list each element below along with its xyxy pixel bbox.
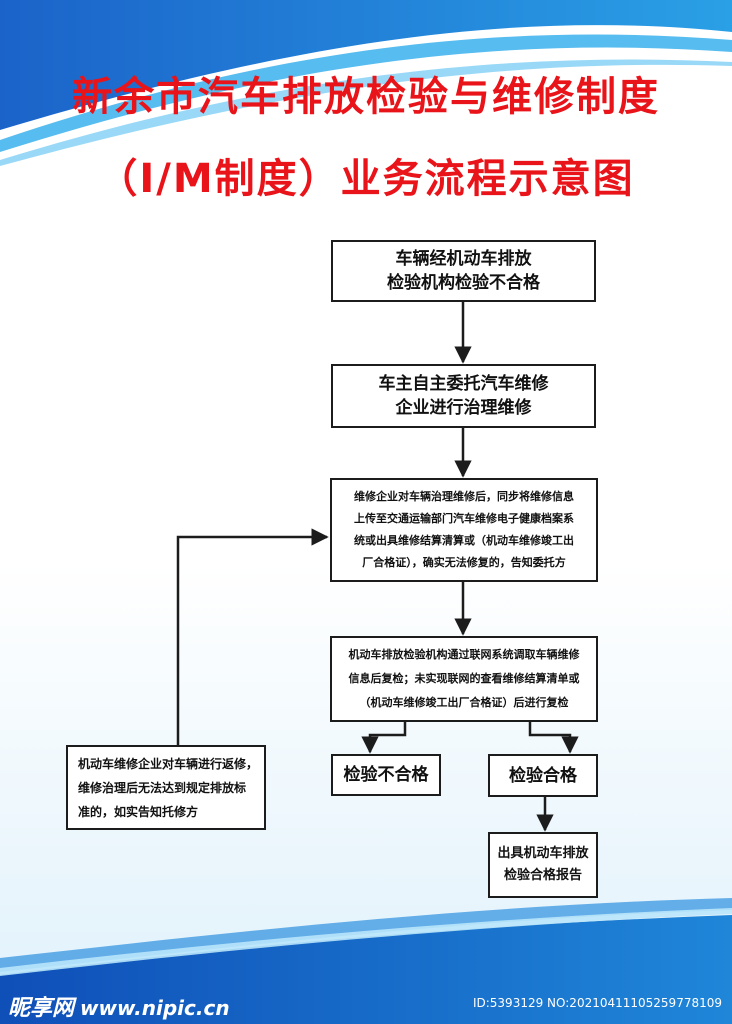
watermark-brand: 昵享网: [8, 996, 75, 1021]
flow-node-pass: 检验合格: [488, 754, 598, 797]
page-title-line1: 新余市汽车排放检验与维修制度: [72, 74, 660, 120]
node-text-line: （机动车维修竣工出厂合格证）后进行复检: [359, 696, 569, 709]
watermark-id: ID:5393129 NO:20210411105259778109: [472, 996, 722, 1010]
flow-node-fail: 检验不合格: [331, 754, 441, 796]
node-text-line: 厂合格证），确实无法修复的，告知委托方: [362, 556, 566, 569]
node-text-line: 统或出具维修结算清算或（机动车维修竣工出: [354, 534, 574, 547]
node-text-line: 机动车维修企业对车辆进行返修，: [78, 756, 259, 771]
node-text-line: 上传至交通运输部门汽车维修电子健康档案系: [354, 512, 574, 525]
node-text-line: 出具机动车排放: [497, 846, 589, 861]
node-text-line: 检验机构检验不合格: [387, 273, 540, 293]
flow-node-step4: 机动车排放检验机构通过联网系统调取车辆维修 信息后复检；未实现联网的查看维修结算…: [330, 636, 598, 722]
node-text-line: 车辆经机动车排放: [395, 249, 532, 269]
flow-node-report: 出具机动车排放 检验合格报告: [488, 832, 598, 898]
node-text-line: 准的，如实告知托修方: [78, 804, 199, 819]
node-text-line: 信息后复检；未实现联网的查看维修结算清单或: [348, 672, 580, 685]
node-text-line: 企业进行治理维修: [395, 398, 532, 418]
watermark-url: www.nipic.cn: [80, 996, 230, 1020]
node-text-line: 维修治理后无法达到规定排放标: [78, 780, 247, 795]
flow-node-return-repair: 机动车维修企业对车辆进行返修， 维修治理后无法达到规定排放标 准的，如实告知托修…: [66, 745, 266, 830]
flow-node-step1: 车辆经机动车排放 检验机构检验不合格: [331, 240, 596, 302]
node-text-line: 检验合格: [509, 765, 577, 786]
node-text-line: 机动车排放检验机构通过联网系统调取车辆维修: [348, 648, 580, 661]
node-text-line: 车主自主委托汽车维修: [378, 374, 549, 394]
node-text-line: 维修企业对车辆治理维修后，同步将维修信息: [354, 490, 574, 503]
node-text-line: 检验不合格: [343, 765, 429, 785]
flow-node-step3: 维修企业对车辆治理维修后，同步将维修信息 上传至交通运输部门汽车维修电子健康档案…: [330, 478, 598, 582]
flow-node-step2: 车主自主委托汽车维修 企业进行治理维修: [331, 364, 596, 428]
page-title-line2: （I/M制度）业务流程示意图: [97, 156, 635, 202]
node-text-line: 检验合格报告: [503, 868, 582, 883]
